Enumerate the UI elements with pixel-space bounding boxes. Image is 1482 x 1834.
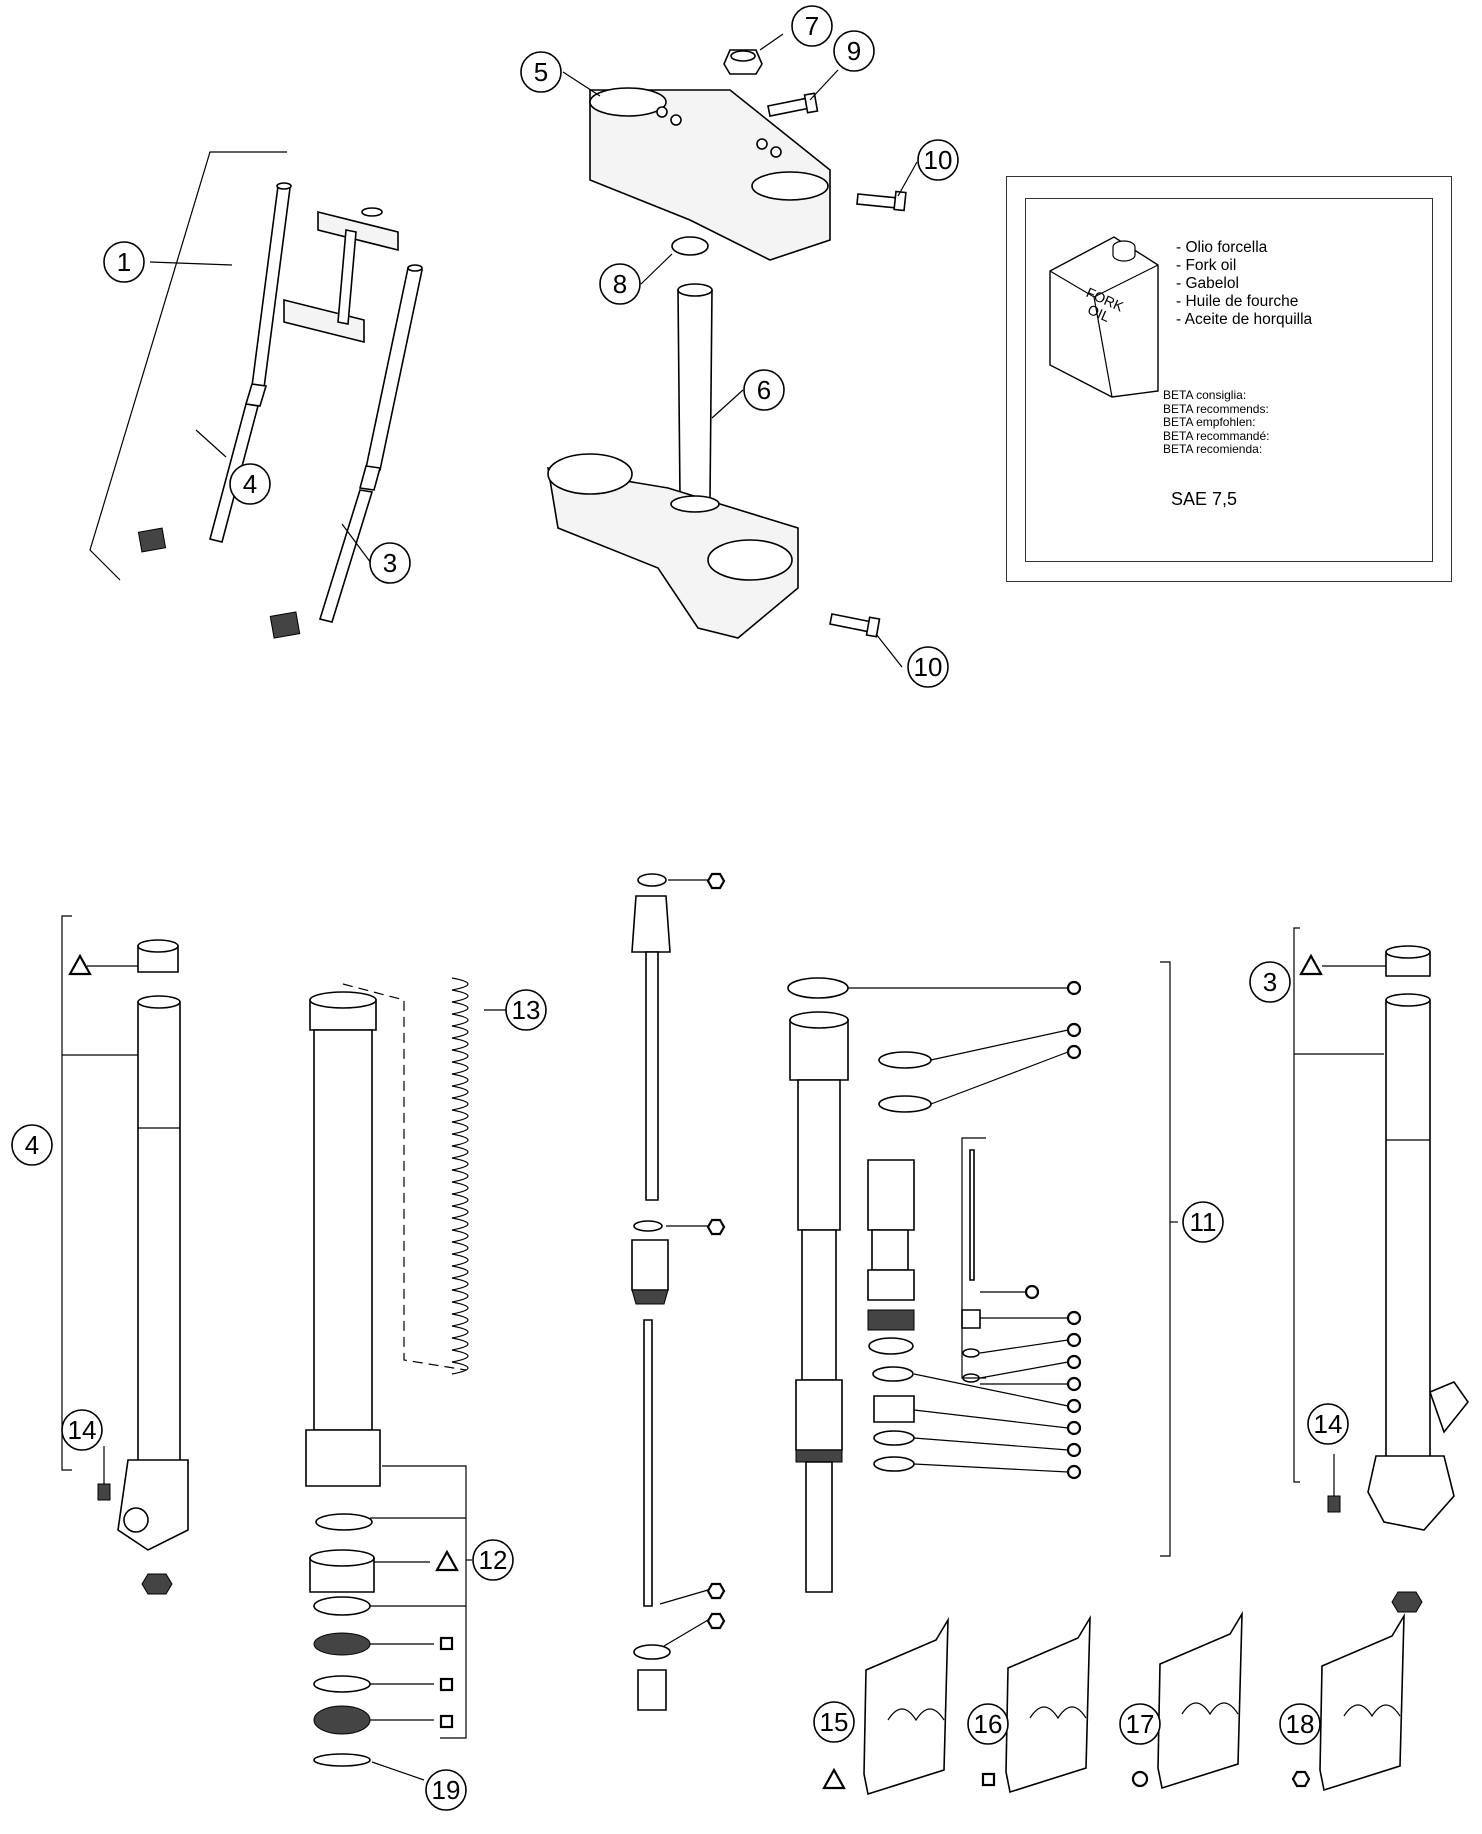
svg-text:7: 7: [805, 11, 819, 41]
svg-text:15: 15: [820, 1707, 849, 1737]
fork-assembly-group: [89, 151, 423, 639]
callout-12: 12: [472, 1539, 514, 1581]
svg-text:18: 18: [1286, 1709, 1315, 1739]
triangle-symbol: [68, 953, 92, 976]
bolt-9-drawing: [767, 92, 819, 117]
hexagon-symbol: [706, 872, 726, 890]
kit-16-square-symbol: [981, 1772, 996, 1787]
square-symbol: [439, 1677, 454, 1692]
kit-18-hexagon-symbol: [1291, 1770, 1311, 1788]
svg-text:12: 12: [479, 1545, 508, 1575]
callout-3-bottom: 3: [1249, 961, 1291, 1003]
oil-name-en: - Fork oil: [1176, 257, 1237, 274]
oil-can-icon: [1049, 236, 1159, 398]
bushing-stack-drawing: [309, 1513, 375, 1767]
square-symbol: [439, 1636, 454, 1651]
outer-tube-right-drawing: [1293, 927, 1469, 1613]
square-symbol: [439, 1714, 454, 1729]
svg-text:14: 14: [68, 1415, 97, 1445]
recommends-it: BETA consiglia:: [1163, 388, 1247, 402]
top-nut-drawing: [723, 49, 763, 75]
callout-4-top: 4: [229, 463, 271, 505]
oil-name-it: - Olio forcella: [1176, 239, 1268, 256]
callout-5: 5: [520, 51, 562, 93]
callout-15: 15: [813, 1701, 855, 1743]
callout-14-right: 14: [1307, 1403, 1349, 1445]
svg-text:19: 19: [432, 1775, 461, 1805]
svg-text:3: 3: [1263, 967, 1277, 997]
svg-text:4: 4: [243, 469, 257, 499]
svg-text:10: 10: [914, 652, 943, 682]
svg-text:3: 3: [383, 548, 397, 578]
svg-text:11: 11: [1190, 1207, 1217, 1237]
kit-bags: [863, 1610, 1405, 1796]
recommends-de: BETA empfohlen:: [1163, 415, 1256, 429]
callout-10-bottom: 10: [907, 646, 949, 688]
callout-10-top: 10: [917, 139, 959, 181]
callout-17: 17: [1119, 1703, 1161, 1745]
circle-symbols: [1024, 980, 1082, 1480]
kit-17-circle-symbol: [1131, 1770, 1149, 1788]
svg-text:14: 14: [1314, 1409, 1343, 1439]
svg-text:4: 4: [25, 1130, 39, 1160]
hexagon-symbol: [706, 1218, 726, 1236]
callout-1: 1: [103, 241, 145, 283]
fork-oil-panel-inner: FORK OIL - Olio forcella - Fork oil - Ga…: [1025, 198, 1433, 562]
kit-15-triangle-symbol: [822, 1767, 846, 1790]
callout-11: 11: [1182, 1201, 1224, 1243]
callout-9: 9: [833, 30, 875, 72]
bolt-10-lower-drawing: [829, 613, 881, 638]
svg-text:16: 16: [974, 1709, 1003, 1739]
fork-leg-left-drawing: [137, 182, 292, 553]
svg-text:8: 8: [613, 269, 627, 299]
callout-18: 18: [1279, 1703, 1321, 1745]
callout-13: 13: [505, 989, 547, 1031]
callout-19: 19: [425, 1769, 467, 1811]
callout-3-top: 3: [369, 542, 411, 584]
callout-16: 16: [967, 1703, 1009, 1745]
oil-name-es: - Aceite de horquilla: [1176, 311, 1313, 328]
fork-spring-drawing: [451, 977, 469, 1375]
callout-6: 6: [743, 369, 785, 411]
small-triple-clamp-drawing: [283, 207, 399, 344]
oil-name-de: - Gabelol: [1176, 275, 1239, 292]
hexagon-symbol: [706, 1612, 726, 1630]
svg-text:17: 17: [1126, 1709, 1155, 1739]
oil-grade: SAE 7,5: [1171, 489, 1238, 509]
callout-4-bottom: 4: [11, 1124, 53, 1166]
lower-triple-clamp-drawing: [547, 283, 799, 639]
o-ring-8-drawing: [671, 236, 709, 256]
outer-tube-left-drawing: [61, 915, 189, 1595]
cartridge-rod-drawing: [631, 873, 709, 1711]
recommends-en: BETA recommends:: [1163, 401, 1269, 416]
recommends-list: BETA consiglia: BETA recommends: BETA em…: [1163, 388, 1270, 457]
valve-stack-drawing: [867, 1051, 986, 1472]
triangle-symbol: [1299, 953, 1323, 976]
oil-name-list: - Olio forcella - Fork oil - Gabelol - H…: [1176, 239, 1312, 329]
screw-14-drawing: [97, 1446, 1341, 1513]
cartridge-drawing: [787, 977, 849, 1593]
oil-name-fr: - Huile de fourche: [1176, 293, 1299, 310]
svg-text:6: 6: [757, 375, 771, 405]
hexagon-symbol: [706, 1582, 726, 1600]
svg-text:1: 1: [117, 247, 131, 277]
triangle-symbol: [435, 1549, 459, 1572]
callout-14-left: 14: [61, 1409, 103, 1451]
callout-8: 8: [599, 263, 641, 305]
svg-text:10: 10: [924, 145, 953, 175]
callout-7: 7: [791, 5, 833, 47]
recommends-es: BETA recomienda:: [1163, 442, 1263, 456]
svg-text:13: 13: [512, 995, 541, 1025]
svg-text:5: 5: [534, 57, 548, 87]
upper-triple-clamp-drawing: [589, 87, 831, 261]
svg-text:9: 9: [847, 36, 861, 66]
inner-tube-drawing: [305, 983, 467, 1487]
bolt-10-upper-drawing: [856, 190, 907, 212]
fork-leg-right-drawing: [269, 264, 423, 639]
fork-oil-panel: FORK OIL - Olio forcella - Fork oil - Ga…: [1006, 176, 1452, 582]
recommends-fr: BETA recommandé:: [1163, 428, 1270, 443]
